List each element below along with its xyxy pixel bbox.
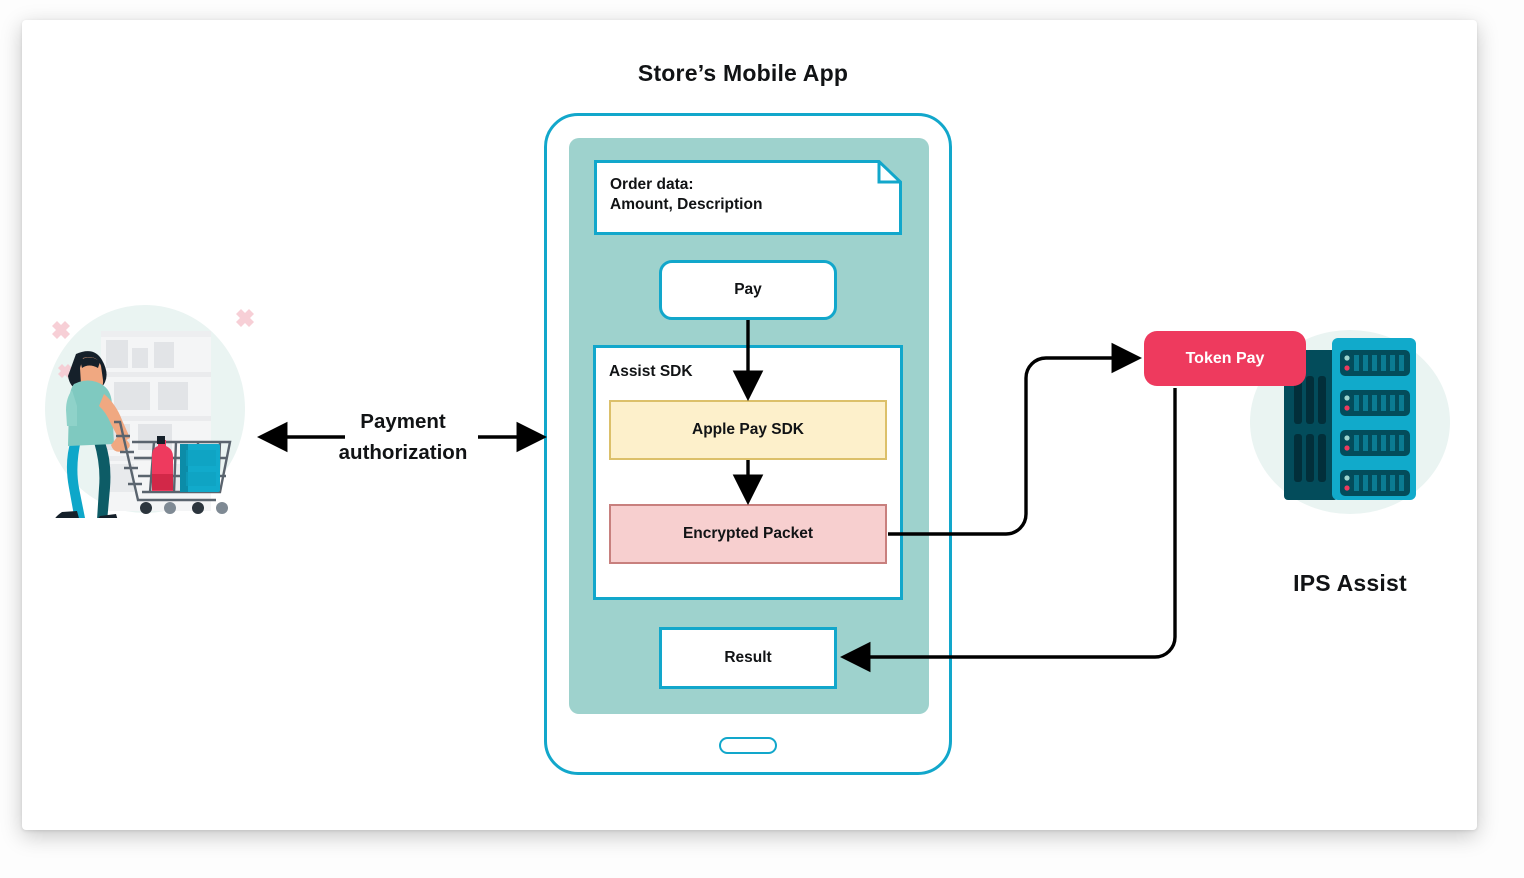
assist-sdk-label: Assist SDK [609,363,693,380]
store-mobile-app-title: Store’s Mobile App [637,60,849,86]
encrypted-packet-box[interactable]: Encrypted Packet [609,504,887,564]
apple-pay-sdk-box[interactable]: Apple Pay SDK [609,400,887,460]
order-data-document: Order data: Amount, Description [594,160,902,235]
payment-auth-line1: Payment [360,410,446,433]
order-data-line2: Amount, Description [610,196,763,213]
token-pay-pill[interactable]: Token Pay [1144,331,1306,386]
order-data-text: Order data: Amount, Description [610,175,762,215]
pay-button[interactable]: Pay [659,260,837,320]
payment-authorization-label: Payment authorization [290,406,516,468]
home-indicator-icon[interactable] [719,737,777,754]
payment-auth-line2: authorization [338,441,468,464]
shopper-cart-illustration [45,305,254,518]
ips-assist-title: IPS Assist [1293,570,1407,596]
order-data-line1: Order data: [610,176,694,193]
result-box[interactable]: Result [659,627,837,689]
server-rack-illustration [1250,330,1450,514]
